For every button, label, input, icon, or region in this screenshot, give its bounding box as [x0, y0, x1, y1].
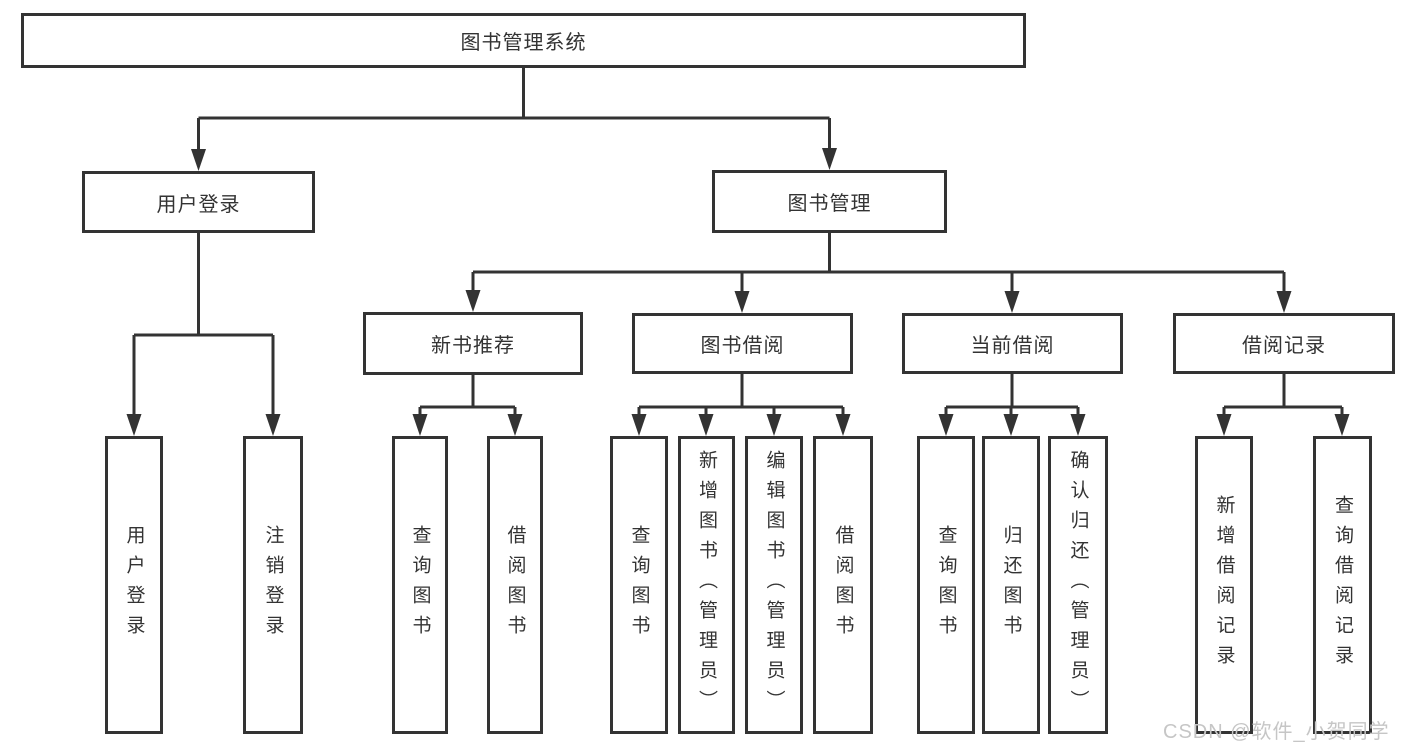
leaf-add-borrow-record-label: 新增借阅记录 [1213, 495, 1235, 675]
arrowhead-down-icon [265, 414, 281, 436]
arrowhead-down-icon [766, 414, 782, 436]
leaf-query-books-borrow-label: 查询图书 [628, 525, 650, 645]
leaf-add-books-admin-label: 新增图书（管理员） [696, 450, 717, 720]
leaf-borrow-books-recommend-label: 借阅图书 [504, 525, 526, 645]
leaf-query-books-recommend-label: 查询图书 [409, 525, 431, 645]
arrowhead-down-icon [734, 291, 750, 313]
node-user-login: 用户登录 [82, 171, 315, 233]
arrowhead-down-icon [1276, 291, 1292, 313]
arrowhead-down-icon [1004, 291, 1020, 313]
leaf-query-books-recommend: 查询图书 [392, 436, 448, 734]
node-new-book-recommend-label: 新书推荐 [431, 335, 515, 357]
arrowhead-down-icon [1334, 414, 1350, 436]
arrowhead-down-icon [1216, 414, 1232, 436]
leaf-query-books-borrow: 查询图书 [610, 436, 668, 734]
leaf-borrow-books-recommend: 借阅图书 [487, 436, 543, 734]
node-book-management-label: 图书管理 [787, 193, 872, 215]
leaf-edit-books-admin-label: 编辑图书（管理员） [763, 450, 785, 720]
leaf-logout-label: 注销登录 [262, 525, 284, 645]
node-borrow-records-label: 借阅记录 [1242, 335, 1326, 357]
node-library-system-label: 图书管理系统 [460, 32, 587, 54]
arrowhead-down-icon [1070, 414, 1086, 436]
leaf-borrow-books: 借阅图书 [813, 436, 873, 734]
leaf-query-borrow-record-label: 查询借阅记录 [1332, 495, 1353, 675]
arrowhead-down-icon [191, 149, 206, 171]
leaf-borrow-books-label: 借阅图书 [832, 525, 854, 645]
node-new-book-recommend: 新书推荐 [363, 312, 583, 375]
leaf-return-books: 归还图书 [982, 436, 1040, 734]
node-user-login-label: 用户登录 [156, 193, 241, 216]
arrowhead-down-icon [465, 290, 481, 312]
node-book-management: 图书管理 [712, 170, 947, 233]
csdn-watermark: CSDN @软件_小贺同学 [1163, 721, 1390, 743]
leaf-add-borrow-record: 新增借阅记录 [1195, 436, 1253, 734]
node-current-borrow-label: 当前借阅 [970, 335, 1055, 357]
leaf-query-books-current-label: 查询图书 [935, 525, 957, 645]
leaf-confirm-return-admin-label: 确认归还（管理员） [1067, 450, 1089, 720]
node-borrow-records: 借阅记录 [1173, 313, 1395, 374]
arrowhead-down-icon [698, 414, 714, 436]
leaf-query-borrow-record: 查询借阅记录 [1313, 436, 1372, 734]
leaf-user-login: 用户登录 [105, 436, 163, 734]
arrowhead-down-icon [412, 414, 428, 436]
arrowhead-down-icon [822, 148, 837, 170]
leaf-return-books-label: 归还图书 [1000, 525, 1022, 645]
leaf-query-books-current: 查询图书 [917, 436, 975, 734]
leaf-confirm-return-admin: 确认归还（管理员） [1048, 436, 1108, 734]
leaf-user-login-label: 用户登录 [123, 525, 145, 645]
arrowhead-down-icon [1003, 414, 1019, 436]
arrowhead-down-icon [938, 414, 954, 436]
arrowhead-down-icon [126, 414, 142, 436]
arrowhead-down-icon [631, 414, 647, 436]
node-book-borrow: 图书借阅 [632, 313, 853, 374]
node-current-borrow: 当前借阅 [902, 313, 1123, 374]
node-library-system: 图书管理系统 [21, 13, 1026, 68]
leaf-edit-books-admin: 编辑图书（管理员） [745, 436, 803, 734]
arrowhead-down-icon [507, 414, 523, 436]
arrowhead-down-icon [835, 414, 851, 436]
node-book-borrow-label: 图书借阅 [700, 335, 785, 357]
leaf-add-books-admin: 新增图书（管理员） [678, 436, 735, 734]
leaf-logout: 注销登录 [243, 436, 303, 734]
